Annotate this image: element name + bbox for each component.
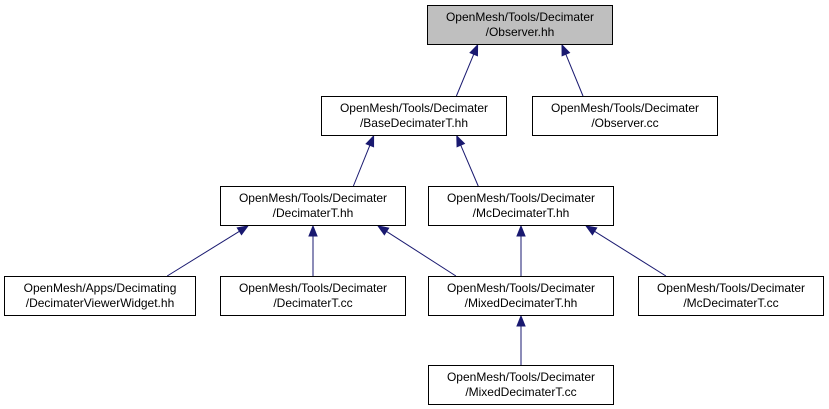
edge-mixed_decimater_hh-to-decimater_hh: [386, 230, 457, 277]
arrowhead-icon: [365, 134, 375, 148]
node-label-line2: /MixedDecimaterT.cc: [465, 385, 577, 399]
arrowhead-icon: [516, 224, 526, 237]
arrowhead-icon: [516, 314, 526, 327]
node-label-line1: OpenMesh/Tools/Decimater: [339, 101, 489, 115]
node-label-line2: /McDecimaterT.cc: [683, 296, 779, 310]
node-label-line2: /BaseDecimaterT.hh: [359, 116, 469, 130]
node-label-line1: OpenMesh/Tools/Decimater: [445, 10, 595, 24]
node-decimater-viewer-widget-hh[interactable]: OpenMesh/Apps/Decimating /DecimaterViewe…: [4, 276, 196, 316]
node-label-line2: /DecimaterViewerWidget.hh: [25, 296, 175, 310]
arrowhead-icon: [561, 43, 571, 57]
node-label-line1: OpenMesh/Tools/Decimater: [446, 370, 596, 384]
edge-viewer_widget_hh-to-decimater_hh: [166, 230, 240, 277]
node-label-line1: OpenMesh/Tools/Decimater: [238, 281, 388, 295]
node-mc-decimater-hh[interactable]: OpenMesh/Tools/Decimater /McDecimaterT.h…: [428, 186, 614, 226]
node-mixed-decimater-hh[interactable]: OpenMesh/Tools/Decimater /MixedDecimater…: [428, 276, 614, 316]
node-label-line2: /DecimaterT.hh: [272, 206, 354, 220]
edge-base_decimater_hh-to-observer_hh: [455, 54, 475, 97]
node-label-line1: OpenMesh/Apps/Decimating: [23, 281, 177, 295]
node-label-line2: /DecimaterT.cc: [273, 296, 353, 310]
arrowhead-icon: [308, 224, 318, 237]
edge-mc_decimater_cc-to-mc_decimater_hh: [594, 230, 667, 277]
arrowhead-icon: [376, 225, 390, 236]
node-label-line2: /Observer.hh: [485, 25, 555, 39]
node-label-line1: OpenMesh/Tools/Decimater: [550, 101, 700, 115]
node-decimater-hh[interactable]: OpenMesh/Tools/Decimater /DecimaterT.hh: [220, 186, 406, 226]
node-label-line1: OpenMesh/Tools/Decimater: [238, 191, 388, 205]
edge-observer_cc-to-observer_hh: [565, 54, 584, 97]
node-mixed-decimater-cc[interactable]: OpenMesh/Tools/Decimater /MixedDecimater…: [428, 365, 614, 405]
node-observer-hh: OpenMesh/Tools/Decimater /Observer.hh: [427, 5, 613, 45]
node-label-line2: /Observer.cc: [591, 116, 659, 130]
edge-decimater_hh-to-base_decimater_hh: [352, 145, 371, 187]
node-observer-cc[interactable]: OpenMesh/Tools/Decimater /Observer.cc: [532, 96, 718, 136]
node-label-line2: /MixedDecimaterT.hh: [464, 296, 578, 310]
node-label-line1: OpenMesh/Tools/Decimater: [446, 191, 596, 205]
node-label-line1: OpenMesh/Tools/Decimater: [446, 281, 596, 295]
arrowhead-icon: [456, 134, 466, 148]
edge-mc_decimater_hh-to-base_decimater_hh: [460, 144, 479, 187]
node-label-line1: OpenMesh/Tools/Decimater: [656, 281, 806, 295]
arrowhead-icon: [236, 225, 250, 236]
arrowhead-icon: [469, 43, 479, 57]
node-mc-decimater-cc[interactable]: OpenMesh/Tools/Decimater /McDecimaterT.c…: [638, 276, 824, 316]
node-label-line2: /McDecimaterT.hh: [472, 206, 570, 220]
arrowhead-icon: [584, 225, 598, 236]
node-decimater-cc[interactable]: OpenMesh/Tools/Decimater /DecimaterT.cc: [220, 276, 406, 316]
node-base-decimater-hh[interactable]: OpenMesh/Tools/Decimater /BaseDecimaterT…: [321, 96, 507, 136]
